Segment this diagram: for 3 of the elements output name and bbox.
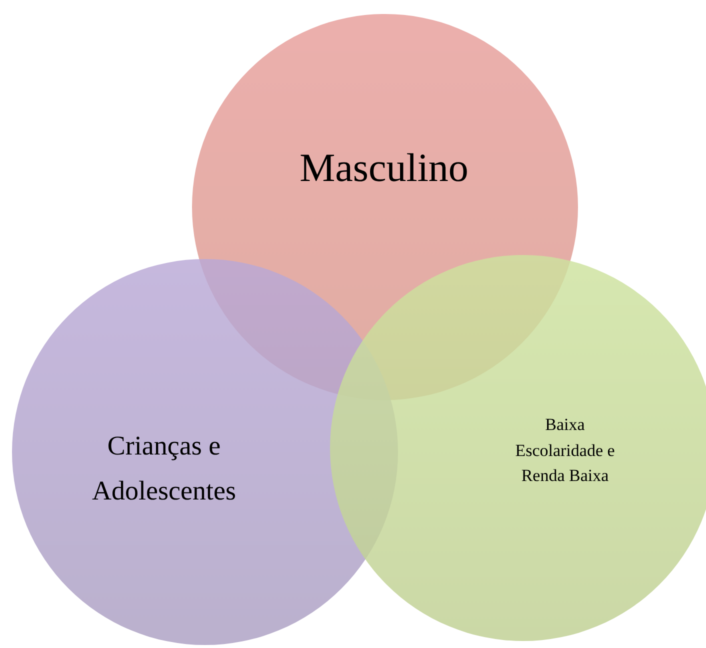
circle-label: Masculino (300, 144, 468, 192)
circle-label: Crianças e Adolescentes (92, 429, 236, 507)
circle-label: Baixa Escolaridade e Renda Baixa (514, 414, 616, 487)
